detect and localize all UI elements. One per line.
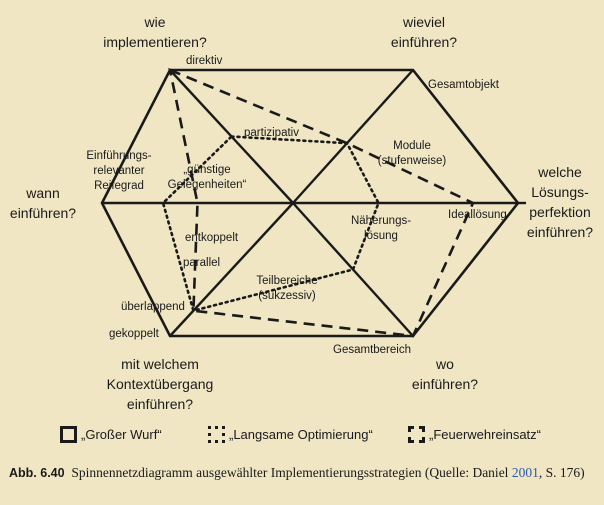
- figure-caption: Abb. 6.40 Spinnennetzdiagramm ausgewählt…: [9, 464, 599, 482]
- tick-label-entkoppelt: entkoppelt: [185, 232, 239, 244]
- chart-series-layer: [100, 67, 520, 338]
- series-polygon-dashed: [168, 67, 475, 338]
- spoke-kontext: [169, 202, 294, 337]
- legend-swatch-solid: [60, 426, 77, 443]
- tick-label-gekoppelt: gekoppelt: [109, 328, 160, 340]
- tick-label-module: Module(stufenweise): [378, 140, 447, 167]
- legend-item-feuerwehreinsatz: „Feuerwehreinsatz“: [408, 426, 541, 443]
- legend-swatch-dashed: [408, 426, 425, 443]
- legend-label: „Großer Wurf“: [81, 427, 162, 442]
- legend-item-langsame-optimierung: „Langsame Optimierung“: [208, 426, 373, 443]
- tick-label-teilbereiche: Teilbereiche(sukzessiv): [256, 275, 317, 302]
- tick-label-naeherung: Näherungs-lösung: [351, 215, 411, 242]
- legend-label: „Langsame Optimierung“: [229, 427, 373, 442]
- tick-label-ideal: Ideallösung: [448, 209, 507, 221]
- caption-text: Spinnennetzdiagramm ausgewählter Impleme…: [71, 465, 512, 480]
- spoke-wieviel: [292, 69, 414, 204]
- legend-label: „Feuerwehreinsatz“: [429, 427, 541, 442]
- tick-label-partizipativ: partizipativ: [244, 127, 299, 139]
- caption-text-end: , S. 176): [538, 465, 585, 480]
- tick-label-direktiv: direktiv: [186, 55, 223, 67]
- chart-web-grid: [102, 69, 526, 337]
- tick-label-parallel: parallel: [183, 257, 220, 269]
- caption-label: Abb. 6.40: [9, 466, 65, 480]
- tick-label-gesamtobjekt: Gesamtobjekt: [428, 79, 500, 91]
- chart-tick-labels: direktiv partizipativ GesamtobjektModule(s…: [86, 55, 506, 356]
- tick-label-gesamtbereich: Gesamtbereich: [333, 344, 411, 356]
- chart-legend: „Großer Wurf“ „Langsame Optimierung“ „Fe…: [60, 426, 600, 448]
- series-polygon-dotted: [161, 135, 380, 313]
- legend-item-grosser-wurf: „Großer Wurf“: [60, 426, 162, 443]
- legend-swatch-dotted: [208, 426, 225, 443]
- caption-citation-link[interactable]: 2001: [511, 465, 539, 480]
- tick-label-ueberlappend: überlappend: [121, 301, 185, 313]
